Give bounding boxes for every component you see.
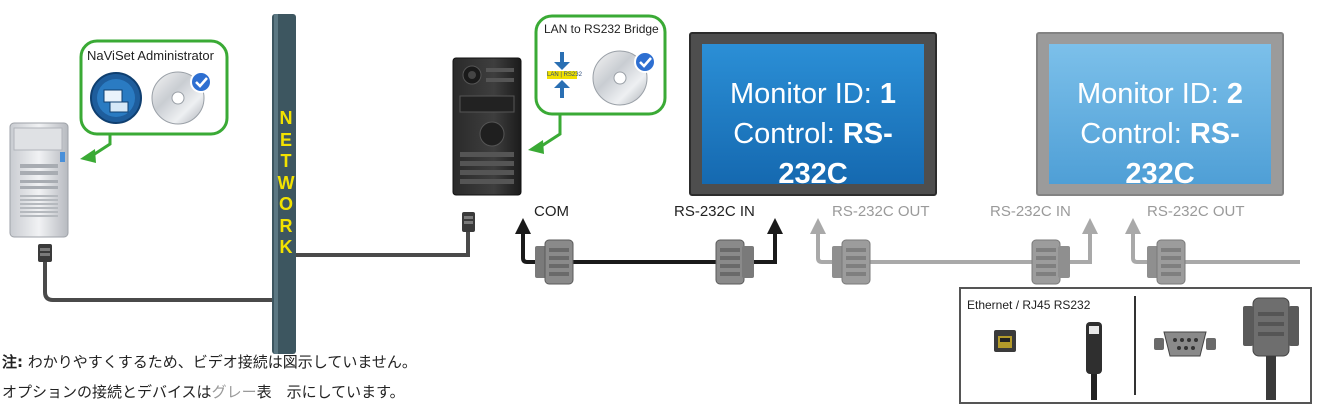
db9-connector-icon bbox=[1031, 239, 1070, 285]
db9-port-icon bbox=[1154, 331, 1216, 357]
note-text: オプションの接続とデバイスは bbox=[2, 383, 212, 401]
rj45-plug-icon bbox=[38, 244, 52, 262]
pc-tower-icon bbox=[452, 57, 522, 196]
monitor-id-label: Monitor ID: bbox=[729, 78, 880, 110]
network-letter: W bbox=[277, 172, 295, 193]
naviset-label: NaViSet Administrator bbox=[87, 48, 214, 63]
monitor-2 bbox=[1036, 32, 1284, 196]
db9-connector-icon bbox=[832, 239, 871, 285]
legend-ethernet-label: Ethernet / RJ45 RS232 bbox=[967, 298, 1091, 312]
control-value: RS-232C bbox=[1125, 118, 1240, 190]
serial-cable-active bbox=[515, 218, 783, 264]
rj45-plug-icon bbox=[1086, 322, 1102, 400]
rs232c-in-label: RS-232C IN bbox=[990, 203, 1071, 220]
server-network-cable bbox=[43, 262, 272, 302]
network-label: N E T W O R K bbox=[276, 108, 296, 259]
rs232c-out-label: RS-232C OUT bbox=[1147, 203, 1245, 220]
bridge-app-icon bbox=[547, 52, 577, 98]
network-letter: R bbox=[279, 215, 293, 236]
db9-connector-icon bbox=[535, 239, 574, 285]
bridge-label: LAN to RS232 Bridge bbox=[544, 22, 659, 36]
db9-plug-icon bbox=[1243, 297, 1299, 400]
naviset-app-icon bbox=[90, 72, 142, 124]
monitor-1-label: Monitor ID: 1 Control: RS-232C bbox=[702, 74, 924, 194]
cd-disc-icon bbox=[592, 50, 656, 106]
note-prefix: 注: bbox=[2, 353, 23, 371]
monitor-2-label: Monitor ID: 2 Control: RS-232C bbox=[1049, 74, 1271, 194]
rs232c-in-label: RS-232C IN bbox=[674, 203, 755, 220]
rj45-plug-icon bbox=[462, 212, 475, 232]
rs232c-out-label: RS-232C OUT bbox=[832, 203, 930, 220]
note-line-1: 注: わかりやすくするため、ビデオ接続は図示していません。 bbox=[2, 351, 417, 372]
network-letter: T bbox=[280, 151, 292, 171]
pc-network-cable bbox=[296, 232, 470, 257]
note-text: わかりやすくするため、ビデオ接続は図示していません。 bbox=[23, 353, 417, 371]
ethernet-port-icon bbox=[994, 330, 1016, 352]
serial-cable-optional bbox=[810, 218, 1300, 264]
network-letter: N bbox=[279, 108, 293, 128]
network-letter: K bbox=[279, 237, 293, 257]
control-value: RS-232C bbox=[778, 118, 893, 190]
note-gray-word: グレー bbox=[211, 383, 257, 401]
cd-disc-icon bbox=[151, 71, 212, 125]
db9-connector-icon bbox=[715, 239, 754, 285]
control-label: Control: bbox=[733, 118, 843, 150]
note-line-2: オプションの接続とデバイスはグレー表 示にしています。 bbox=[2, 381, 405, 402]
monitor-id-label: Monitor ID: bbox=[1076, 78, 1227, 110]
network-letter: O bbox=[278, 194, 293, 214]
server-icon bbox=[9, 122, 69, 238]
com-port-label: COM bbox=[534, 203, 569, 220]
monitor-1 bbox=[689, 32, 937, 196]
monitor-id-value: 2 bbox=[1226, 78, 1243, 110]
control-label: Control: bbox=[1080, 118, 1190, 150]
monitor-id-value: 1 bbox=[879, 78, 896, 110]
db9-connector-icon bbox=[1147, 239, 1186, 285]
note-text: 表 示にしています。 bbox=[256, 383, 405, 401]
network-letter: E bbox=[279, 129, 292, 150]
bridge-icon-text: LAN | RS232 bbox=[547, 72, 582, 78]
